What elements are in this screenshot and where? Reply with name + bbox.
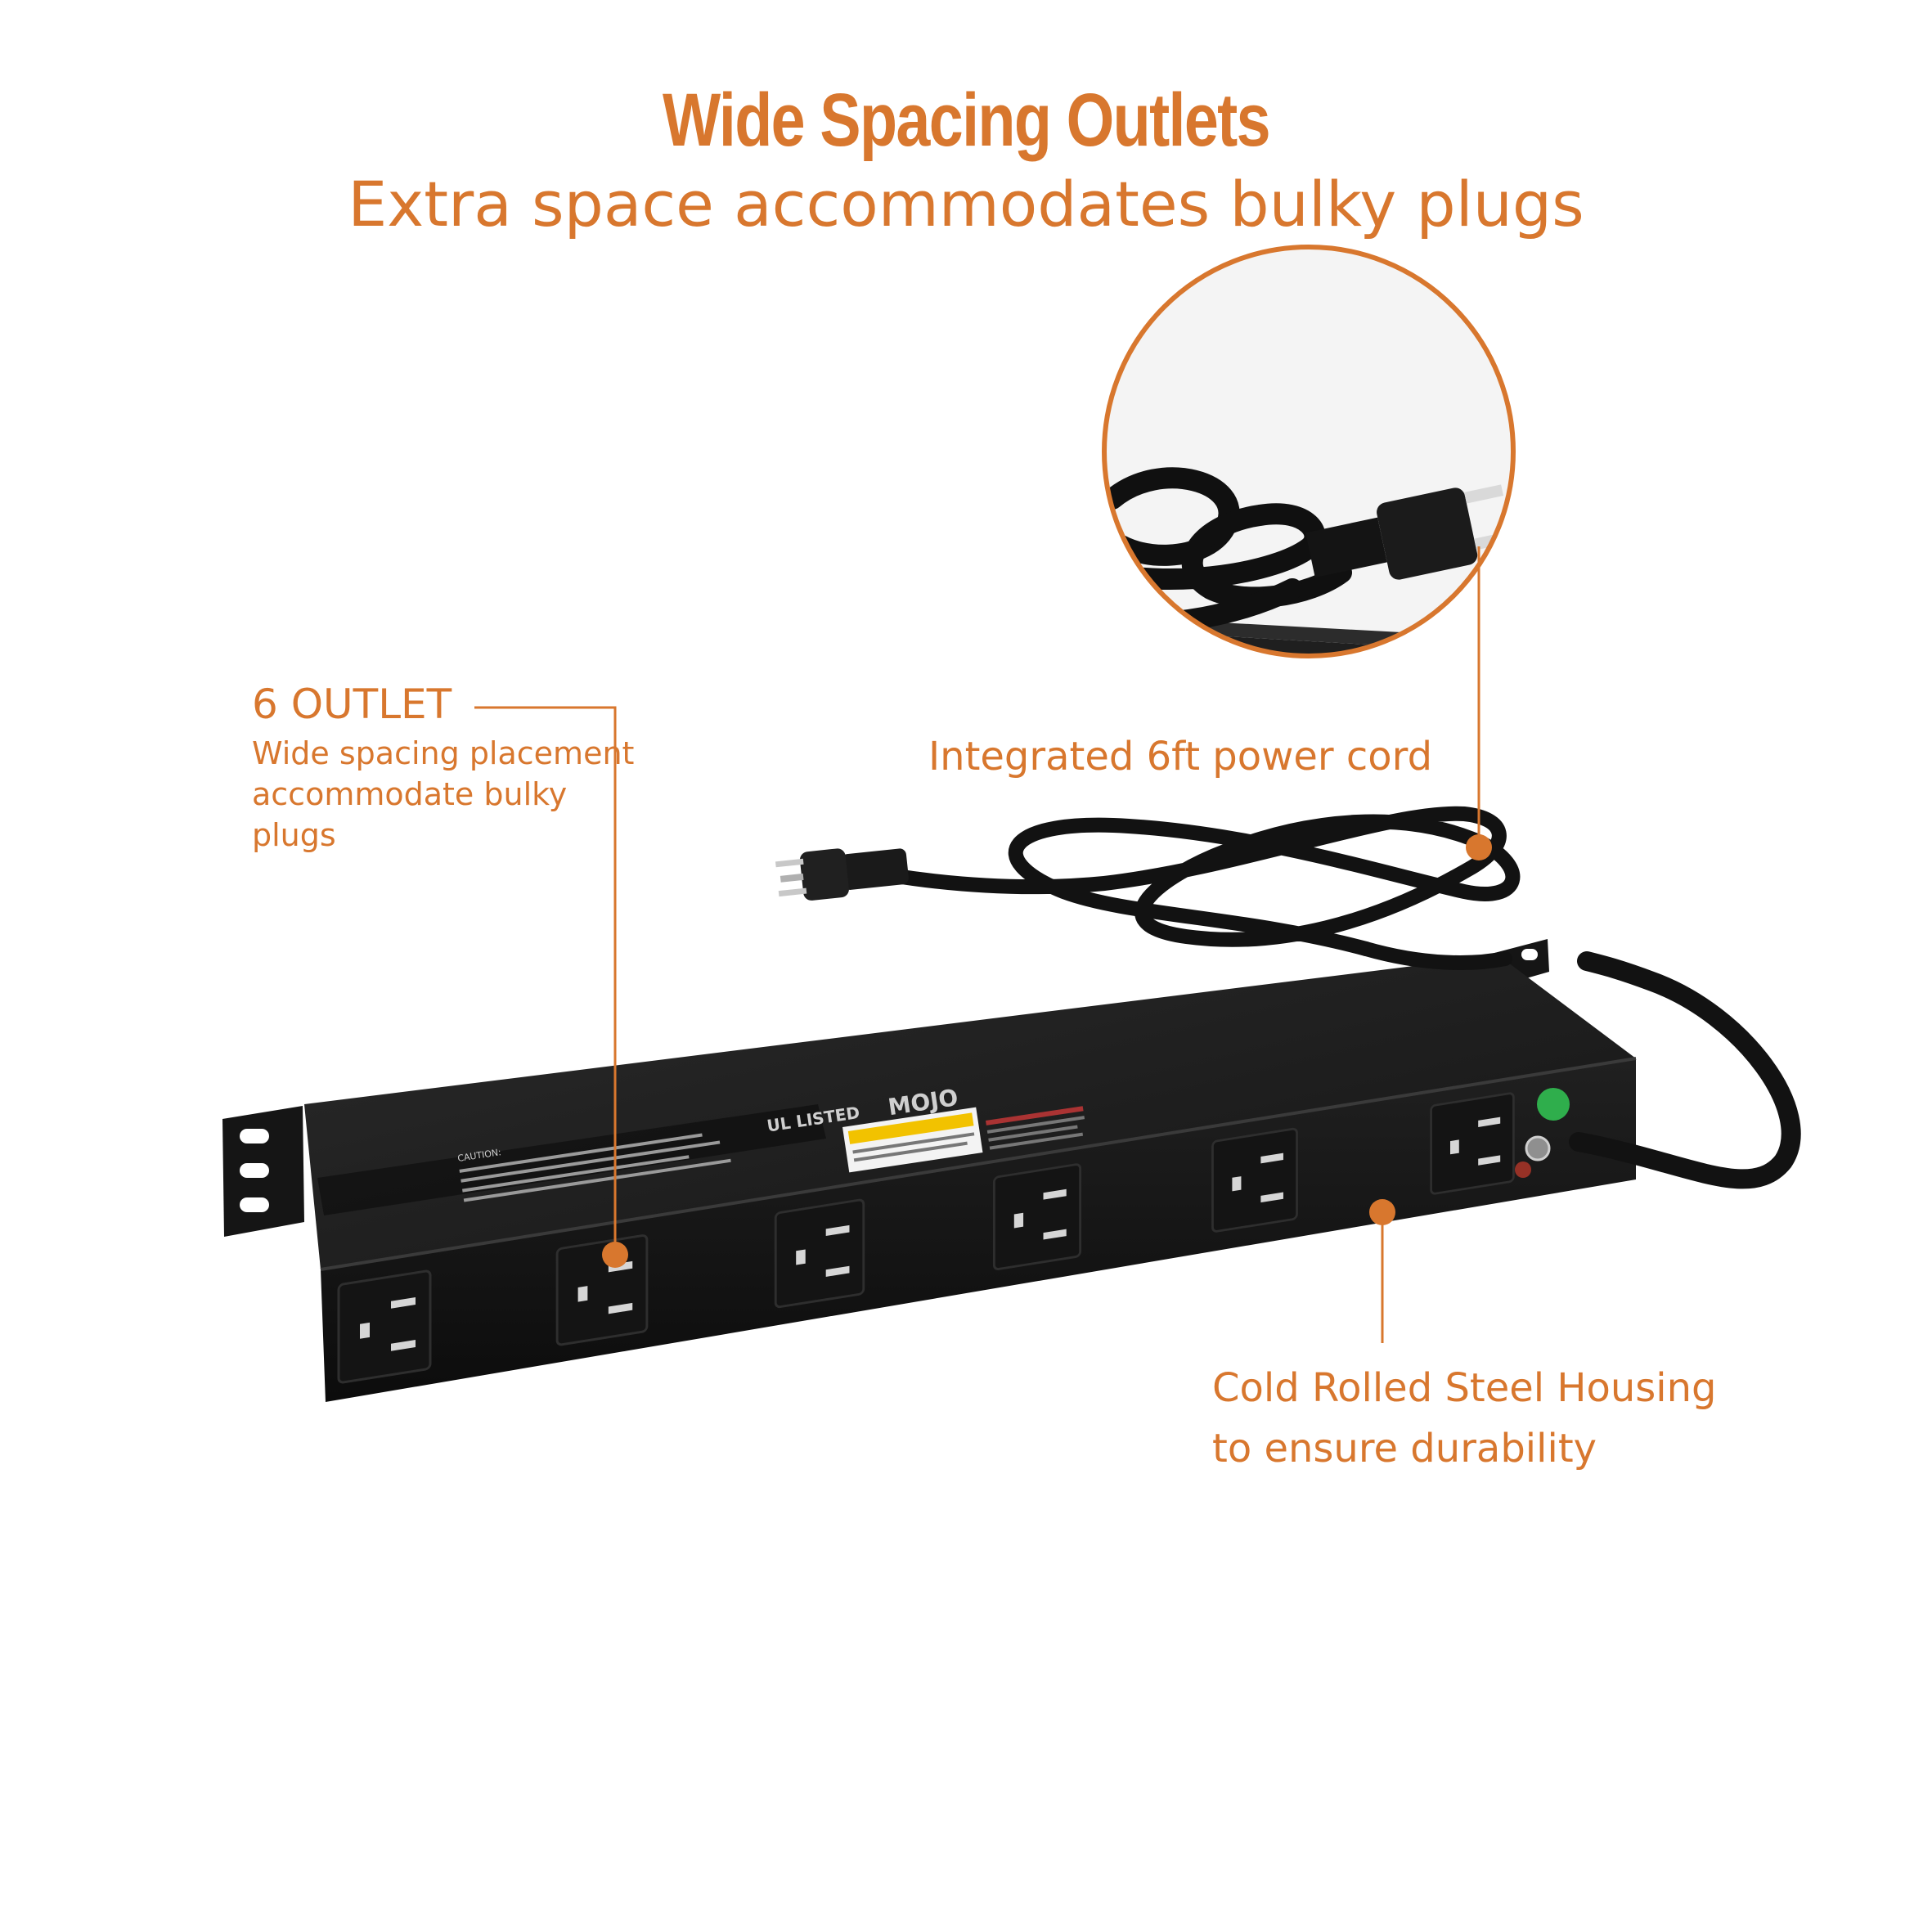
callout-outlets-line-2: accommodate bulky [252, 776, 568, 812]
outlet [555, 1234, 649, 1346]
callout-housing: Cold Rolled Steel Housing to ensure dura… [1212, 1358, 1717, 1479]
ground-screw-icon [1525, 1135, 1551, 1161]
callout-outlets-line-3: plugs [252, 817, 336, 853]
cord-zoom-circle [1102, 245, 1516, 658]
callout-cord: Integrated 6ft power cord [928, 734, 1433, 780]
callout-housing-line-2: to ensure durability [1212, 1426, 1597, 1471]
callout-outlets-title: 6 OUTLET [252, 681, 452, 728]
page-title: Wide Spacing Outlets [663, 79, 1271, 162]
led-indicator-icon [1537, 1088, 1570, 1121]
outlet [337, 1269, 432, 1384]
left-mounting-bracket [222, 1106, 304, 1237]
callout-housing-line-1: Cold Rolled Steel Housing [1212, 1365, 1717, 1411]
power-cord [884, 806, 1801, 1189]
callout-outlets: 6 OUTLET Wide spacing placement accommod… [252, 681, 634, 856]
callout-dots [602, 834, 1492, 1268]
outlet [1211, 1127, 1298, 1233]
spec-label: CAUTION: UL LISTED MOJO [317, 1084, 1085, 1215]
outlet [1430, 1092, 1515, 1195]
page-subtitle: Extra space accommodates bulky plugs [348, 168, 1584, 240]
callout-leaders [474, 546, 1480, 1343]
outlet [992, 1163, 1082, 1270]
callout-outlets-line-1: Wide spacing placement [252, 735, 635, 771]
housing-front [321, 1058, 1636, 1402]
outlet [774, 1198, 865, 1309]
power-plug-icon [775, 848, 909, 901]
